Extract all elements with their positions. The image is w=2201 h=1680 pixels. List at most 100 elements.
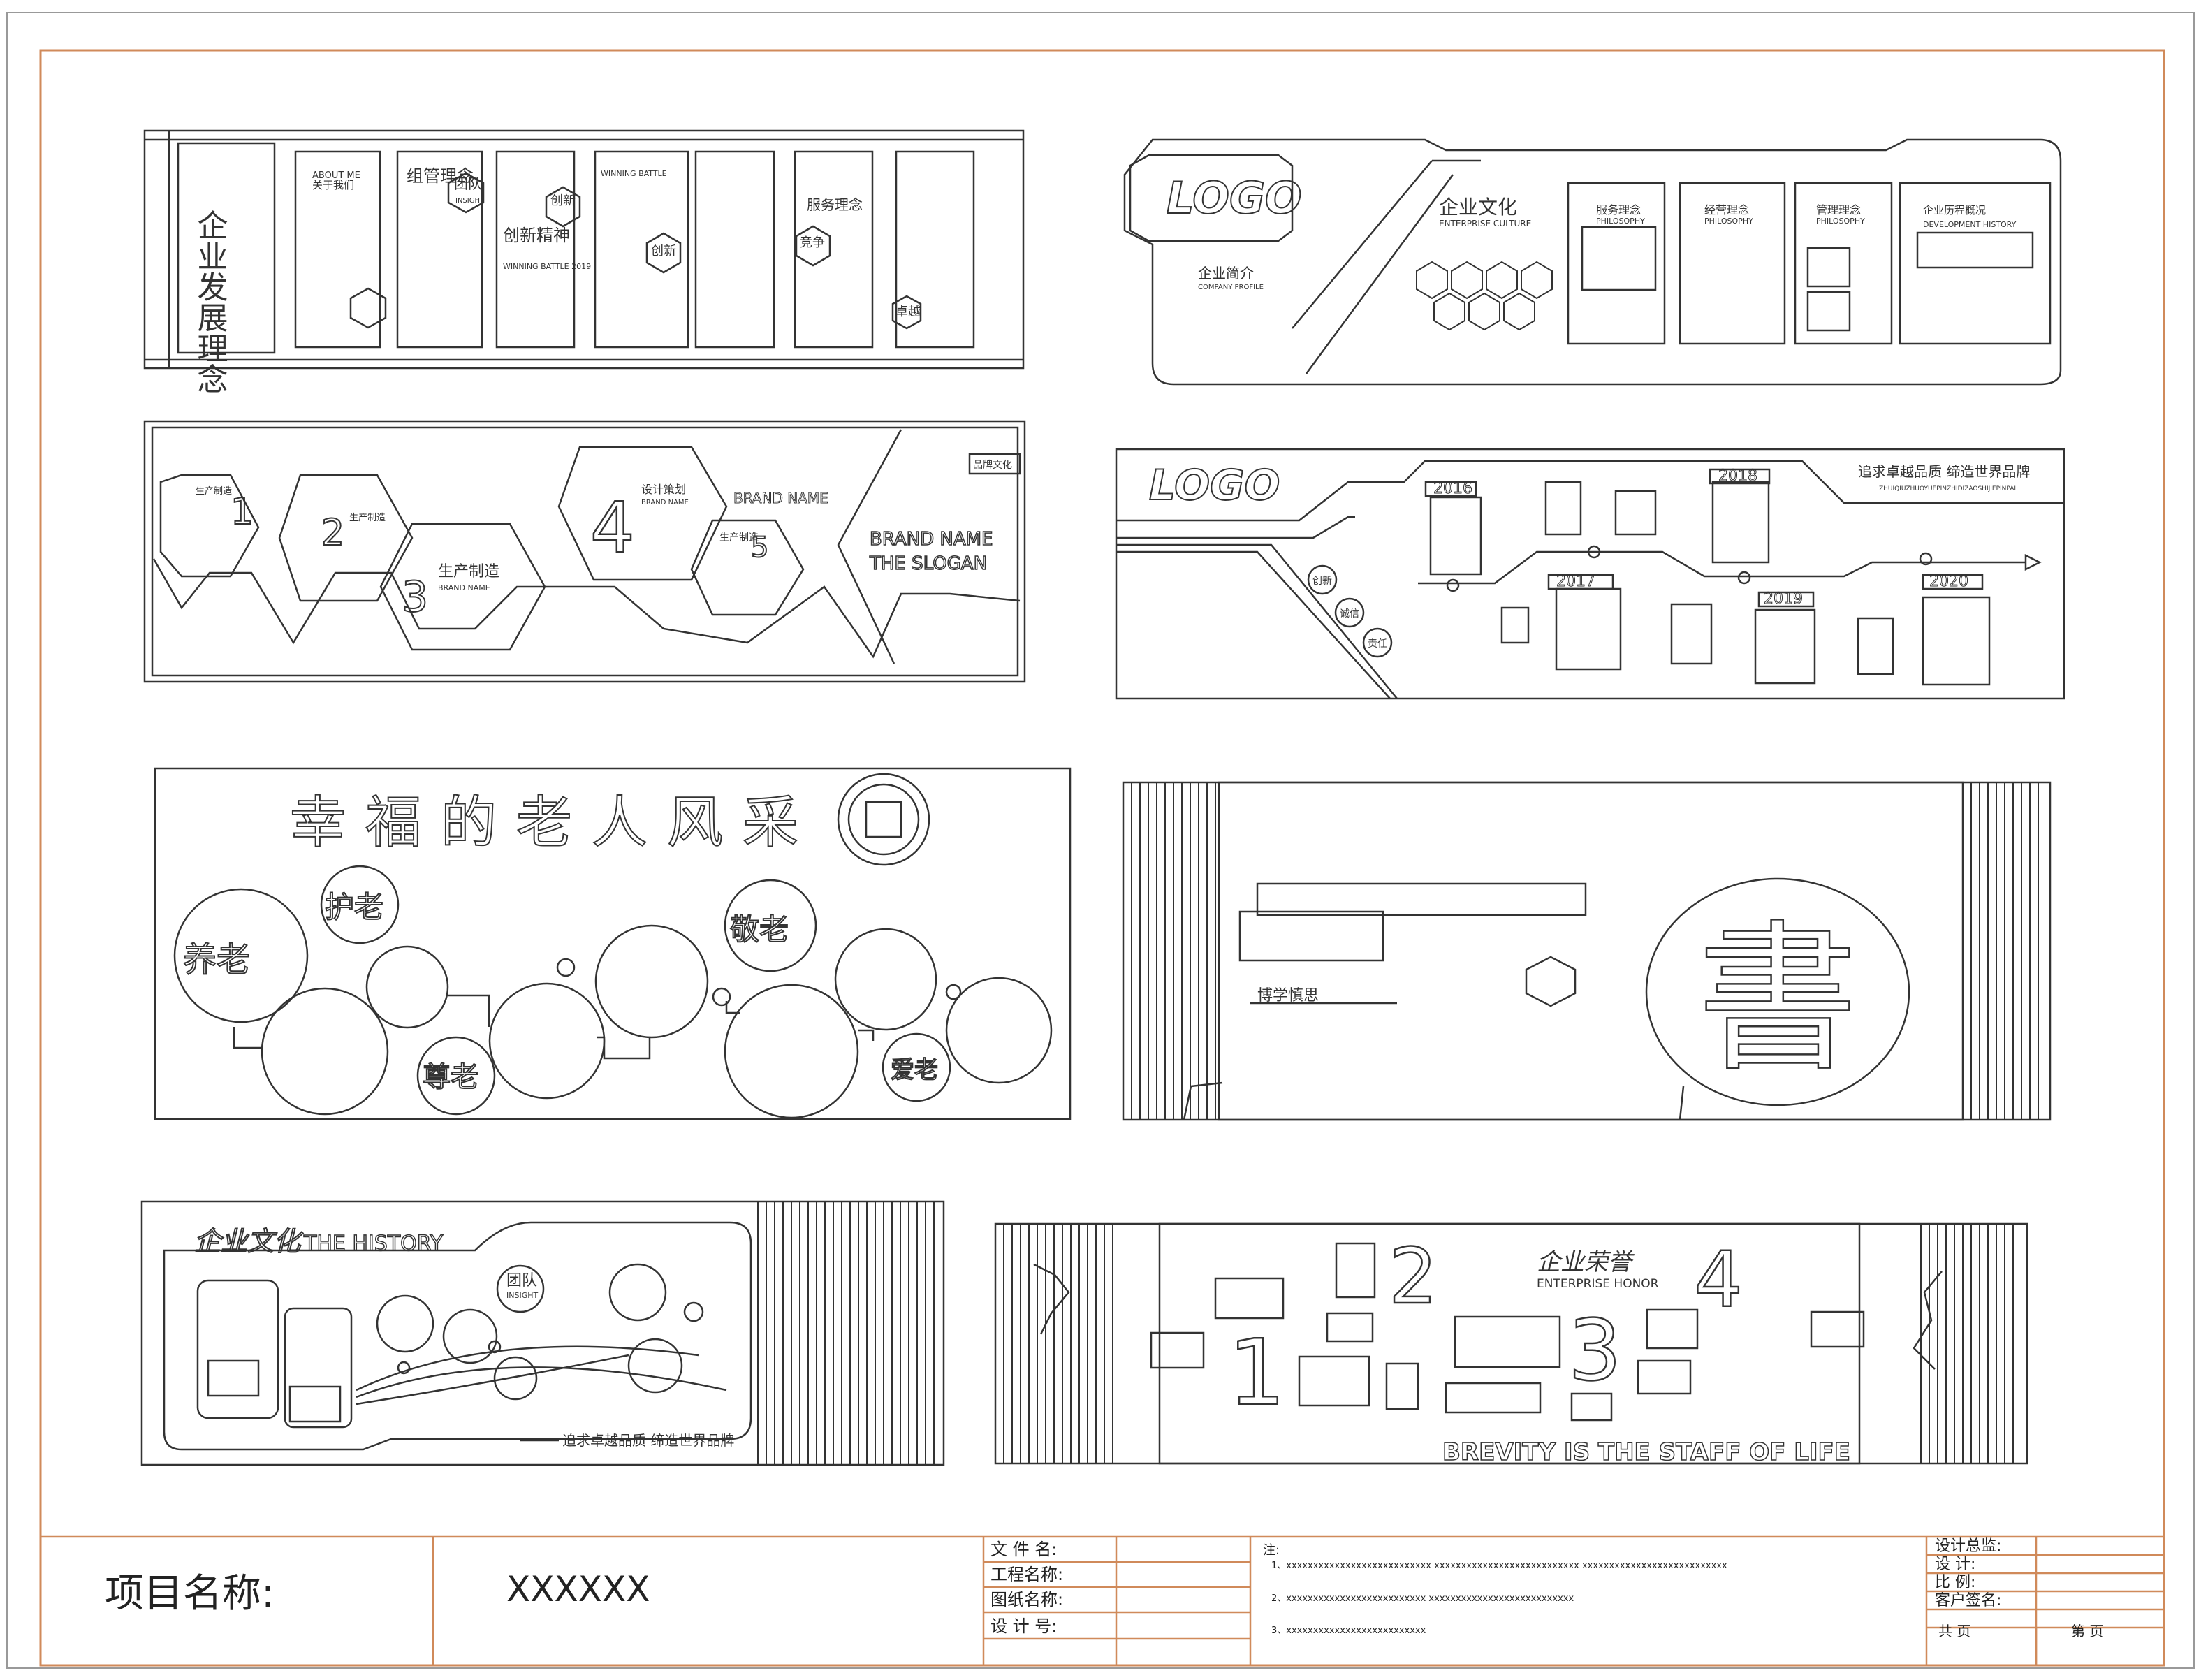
panel-honor-wall <box>994 1222 2028 1465</box>
book-label: 博学慎思 <box>1257 987 1319 1005</box>
page-number: 第 页 <box>2071 1623 2103 1639</box>
hex-icon <box>349 287 387 329</box>
panel3-text: 品牌文化 生产制造 1 生产制造 2 3 生产制造 BRAND NAME 4 设… <box>196 459 1012 622</box>
panel6-text: 書 博学慎思 <box>1257 906 1859 1095</box>
badge-compete: 竞争 <box>800 235 825 250</box>
about-label: ABOUT ME <box>312 170 360 181</box>
intro-en: COMPANY PROFILE <box>1198 284 1264 291</box>
honor-number-2: 2 <box>1389 1232 1438 1321</box>
philosophy-2: PHILOSOPHY <box>1704 217 1753 226</box>
history-team: 团队 <box>506 1272 537 1290</box>
note-2: 2、xxxxxxxxxxxxxxxxxxxxxxxxxx xxxxxxxxxxx… <box>1271 1593 1574 1604</box>
value-integrity: 诚信 <box>1340 608 1359 620</box>
about-cn-label: 关于我们 <box>312 179 354 191</box>
project-label: 项目名称: <box>105 1571 275 1616</box>
history-label: 企业历程概况 <box>1923 204 1986 217</box>
year-2019: 2019 <box>1764 590 1803 608</box>
step3-label: 生产制造 <box>438 563 499 580</box>
step4-number: 4 <box>590 487 635 569</box>
brand-culture-tag: 品牌文化 <box>973 459 1012 471</box>
block1-label: 组管理念 <box>407 166 474 186</box>
client-label: 客户签名: <box>1935 1592 2001 1609</box>
honor-number-3: 3 <box>1568 1303 1621 1400</box>
timeline-slogan-en: ZHUIQIUZHUOYUEPINZHIDIZAOSHIJIEPINPAI <box>1879 485 2016 492</box>
panel2-text: LOGO 企业简介 COMPANY PROFILE 企业文化 ENTERPRIS… <box>1166 172 2017 291</box>
honor-number-1: 1 <box>1228 1320 1286 1426</box>
culture-label: 企业文化 <box>1439 196 1517 219</box>
badge-win: 创新 <box>651 244 676 258</box>
brand-name-small: BRAND NAME <box>733 490 828 506</box>
year-2020: 2020 <box>1929 573 1968 590</box>
right-slats <box>1962 782 2039 1120</box>
honor-left-slats <box>1003 1224 1113 1463</box>
history-insight: INSIGHT <box>506 1291 538 1300</box>
timeline-slogan: 追求卓越品质 缔造世界品牌 <box>1858 463 2030 480</box>
honor-title: 企业荣誉 <box>1537 1248 1635 1276</box>
file-name-label: 文 件 名: <box>990 1540 1057 1559</box>
panel5-text: 幸福的老人风采 护老 养老 敬老 尊老 爱老 <box>182 789 939 1094</box>
value-innovation: 创新 <box>1312 576 1332 587</box>
block3-label: 服务理念 <box>807 196 863 213</box>
tag-love: 爱老 <box>891 1056 938 1084</box>
badge-insight: INSIGHT <box>455 197 485 205</box>
panel1-text: 企业发展理念 ABOUT ME 关于我们 组管理念 团队 INSIGHT 创新精… <box>192 166 921 394</box>
panel-book-wall <box>1122 781 2052 1121</box>
step4-en: BRAND NAME <box>641 499 689 506</box>
step3-en: BRAND NAME <box>438 583 490 592</box>
year-2017: 2017 <box>1556 573 1595 590</box>
year-2016: 2016 <box>1433 480 1472 497</box>
panel-history-wall <box>140 1200 945 1466</box>
badge-excel: 卓越 <box>895 305 921 319</box>
brand-name-large: BRAND NAME <box>870 529 993 550</box>
hex-icon <box>447 172 485 214</box>
panel-philosophy-wall <box>143 129 1025 370</box>
logo-text: LOGO <box>1167 173 1302 224</box>
history-slogan: 追求卓越品质 缔造世界品牌 <box>562 1432 734 1449</box>
philosophy-1: PHILOSOPHY <box>1596 217 1645 226</box>
panel-elderly-wall <box>154 767 1072 1120</box>
climber-right-figure <box>1913 1271 1943 1370</box>
badge-team: 团队 <box>454 175 482 192</box>
hex-cluster <box>1416 261 1553 331</box>
history-slats <box>757 1201 935 1465</box>
tag-honor: 尊老 <box>423 1061 478 1093</box>
inner-frame <box>39 49 2165 1667</box>
project-value: XXXXXX <box>506 1569 650 1609</box>
design-no-label: 设 计 号: <box>990 1616 1057 1636</box>
panel7-text: 企业文化 THE HISTORY 团队 INSIGHT 追求卓越品质 缔造世界品… <box>193 1225 734 1449</box>
honor-title-en: ENTERPRISE HONOR <box>1537 1277 1659 1291</box>
scale-label: 比 例: <box>1935 1574 1975 1591</box>
history-en: DEVELOPMENT HISTORY <box>1923 220 2017 229</box>
tag-respect: 敬老 <box>730 912 789 947</box>
honor-footer: BREVITY IS THE STAFF OF LIFE <box>1442 1438 1850 1466</box>
honor-number-4: 4 <box>1694 1235 1743 1324</box>
block2-label: 创新精神 <box>503 226 570 245</box>
elderly-title: 幸福的老人风采 <box>290 790 818 855</box>
step2-label: 生产制造 <box>349 513 386 523</box>
value-responsibility: 责任 <box>1368 638 1387 650</box>
outer-frame <box>6 12 2195 1669</box>
panel-brand-process <box>143 420 1026 683</box>
project-name-label: 工程名称: <box>990 1565 1063 1584</box>
note-1: 1、xxxxxxxxxxxxxxxxxxxxxxxxxxx xxxxxxxxxx… <box>1271 1561 1727 1571</box>
step1-label: 生产制造 <box>196 486 232 497</box>
winning2-label: WINNING BATTLE <box>601 169 667 178</box>
step3-number: 3 <box>402 573 428 622</box>
title-block <box>41 1535 2164 1665</box>
panel-timeline <box>1115 448 2065 700</box>
step4-label: 设计策划 <box>641 483 686 496</box>
director-label: 设计总监: <box>1935 1537 2001 1555</box>
panel4-text: LOGO 追求卓越品质 缔造世界品牌 ZHUIQIUZHUOYUEPINZHID… <box>1148 460 2030 650</box>
title-block-text: 项目名称: XXXXXX 文 件 名: 工程名称: 图纸名称: 设 计 号: 注… <box>105 1537 2103 1639</box>
step2-number: 2 <box>321 512 344 554</box>
timeline-logo: LOGO <box>1149 461 1280 510</box>
step5-label: 生产制造 <box>719 532 759 543</box>
book-character: 書 <box>1697 907 1858 1093</box>
panel-enterprise-culture <box>1123 138 2062 386</box>
slogan-large: THE SLOGAN <box>869 553 987 574</box>
panel1-title: 企业发展理念 <box>192 210 228 394</box>
notes-label: 注: <box>1263 1543 1280 1558</box>
honor-right-slats <box>1920 1224 2014 1463</box>
